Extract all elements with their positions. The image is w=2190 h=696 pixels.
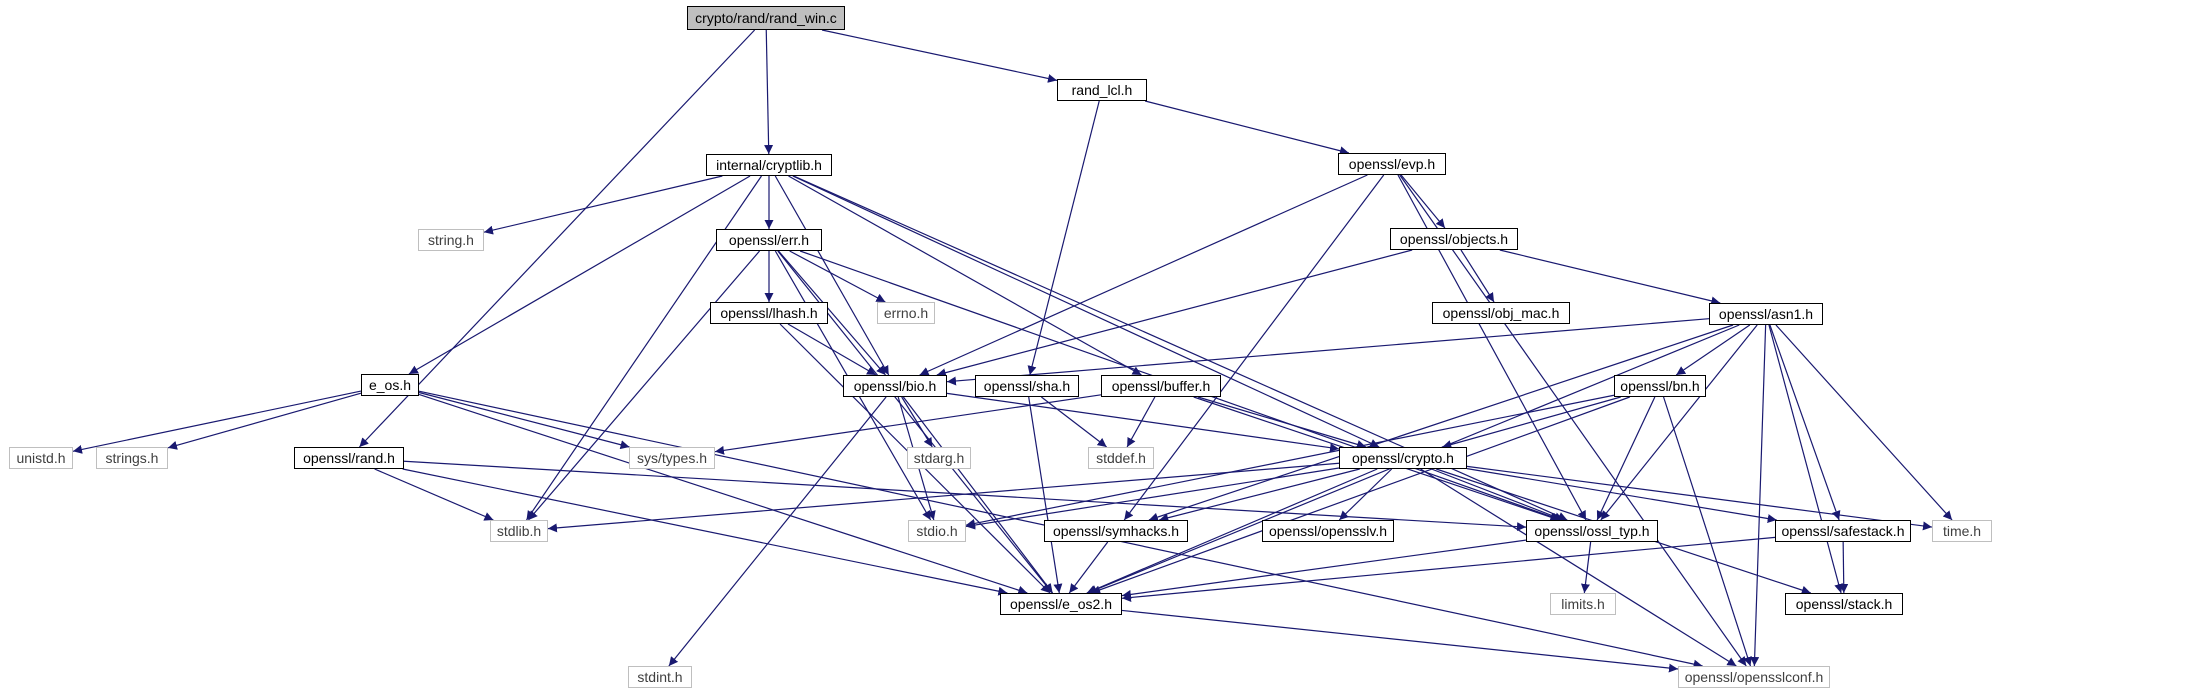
edge-ossl_typ-to-e_os2 [1121, 539, 1527, 599]
edge-e_os-to-systypes [418, 391, 630, 450]
edge-safestack-to-stack [1839, 541, 1849, 594]
edge-rand_win-to-rand [358, 29, 756, 448]
node-objects[interactable]: openssl/objects.h [1390, 228, 1518, 250]
node-crypto[interactable]: openssl/crypto.h [1339, 447, 1467, 469]
node-evp[interactable]: openssl/evp.h [1338, 153, 1446, 175]
node-lhash[interactable]: openssl/lhash.h [710, 302, 828, 324]
edge-cryptlib-to-string [483, 175, 723, 235]
node-stdlib: stdlib.h [490, 520, 548, 542]
node-ossl-typ[interactable]: openssl/ossl_typ.h [1526, 520, 1658, 542]
edge-cryptlib-to-e_os [408, 175, 751, 375]
edge-e_os-to-strings [167, 392, 362, 450]
edge-lhash-to-bio [787, 323, 877, 376]
dependency-edges [72, 29, 1953, 673]
edge-objects-to-obj_mac [1460, 249, 1495, 303]
node-sha[interactable]: openssl/sha.h [975, 375, 1079, 397]
node-bn[interactable]: openssl/bn.h [1614, 375, 1706, 397]
edge-crypto-to-symhacks [1159, 468, 1360, 523]
edge-bn-to-e_os2 [1091, 396, 1630, 595]
edge-e_os2-to-opensslconf [1121, 609, 1679, 673]
edge-asn1-to-opensslconf [1750, 324, 1767, 667]
edge-evp-to-objects [1400, 174, 1446, 229]
edge-err-to-errno [789, 250, 886, 303]
node-stddef: stddef.h [1088, 447, 1154, 469]
edge-bn-to-opensslconf [1662, 396, 1752, 667]
edge-rand_lcl-to-evp [1144, 100, 1350, 156]
edge-evp-to-bio [919, 174, 1368, 376]
edge-sha-to-stddef [1040, 396, 1108, 448]
node-safestack[interactable]: openssl/safestack.h [1775, 520, 1911, 542]
edge-ossl_typ-to-limits [1580, 541, 1592, 594]
edge-cryptlib-to-bio [774, 175, 890, 376]
node-errno: errno.h [877, 302, 935, 324]
edge-cryptlib-to-crypto [792, 175, 1380, 448]
edge-e_os-to-e_os2 [418, 393, 1028, 595]
node-err[interactable]: openssl/err.h [716, 229, 822, 251]
node-symhacks[interactable]: openssl/symhacks.h [1044, 520, 1188, 542]
edge-crypto-to-opensslv [1338, 468, 1393, 521]
edge-rand-to-stdlib [374, 468, 494, 521]
edge-asn1-to-ossl_typ [1600, 324, 1758, 521]
edge-sha-to-e_os2 [1028, 396, 1063, 594]
node-rand-win[interactable]: crypto/rand/rand_win.c [687, 6, 845, 30]
edge-asn1-to-bio [946, 318, 1710, 386]
edge-objects-to-bio [936, 249, 1413, 378]
edge-rand_win-to-rand_lcl [821, 29, 1058, 83]
edge-crypto-to-opensslconf [1420, 468, 1737, 667]
edge-e_os-to-unistd [72, 390, 362, 454]
edge-rand_win-to-cryptlib [764, 29, 774, 155]
edge-bio-to-crypto [946, 392, 1340, 453]
edge-crypto-to-e_os2 [1086, 468, 1378, 594]
node-stdint: stdint.h [628, 666, 692, 688]
edge-symhacks-to-e_os2 [1068, 541, 1109, 594]
node-opensslconf: openssl/opensslconf.h [1678, 666, 1830, 688]
node-opensslv[interactable]: openssl/opensslv.h [1262, 520, 1394, 542]
node-rand-lcl[interactable]: rand_lcl.h [1057, 79, 1147, 101]
edge-bn-to-ossl_typ [1596, 396, 1656, 521]
node-unistd: unistd.h [9, 447, 73, 469]
edge-asn1-to-time [1775, 324, 1953, 521]
edge-buffer-to-systypes [714, 394, 1102, 455]
node-e-os2[interactable]: openssl/e_os2.h [1000, 593, 1122, 615]
edge-asn1-to-bn [1675, 324, 1751, 376]
node-stdio: stdio.h [908, 520, 966, 542]
node-bio[interactable]: openssl/bio.h [843, 375, 947, 397]
node-string: string.h [418, 229, 484, 251]
edge-rand-to-e_os2 [402, 468, 1008, 596]
edge-bio-to-stdint [668, 396, 887, 667]
edge-asn1-to-symhacks [1148, 324, 1734, 522]
edge-crypto-to-ossl_typ [1431, 468, 1564, 521]
edge-rand_lcl-to-sha [1027, 100, 1100, 376]
node-stack[interactable]: openssl/stack.h [1785, 593, 1903, 615]
edge-asn1-to-stack [1768, 324, 1844, 594]
edge-objects-to-asn1 [1499, 249, 1721, 306]
edge-evp-to-opensslconf [1399, 174, 1747, 667]
edge-crypto-to-stdlib [547, 462, 1340, 533]
node-obj-mac[interactable]: openssl/obj_mac.h [1432, 302, 1570, 324]
node-time: time.h [1932, 520, 1992, 542]
node-stdarg: stdarg.h [907, 447, 971, 469]
edge-bn-to-stdio [965, 394, 1615, 528]
node-buffer[interactable]: openssl/buffer.h [1101, 375, 1221, 397]
node-rand[interactable]: openssl/rand.h [294, 447, 404, 469]
edge-safestack-to-e_os2 [1121, 536, 1776, 602]
edge-crypto-to-safestack [1466, 468, 1777, 523]
edge-crypto-to-stdio [965, 467, 1340, 530]
edge-cryptlib-to-buffer [788, 175, 1142, 376]
edge-crypto-to-time [1466, 465, 1933, 531]
node-cryptlib[interactable]: internal/cryptlib.h [706, 154, 832, 176]
node-strings: strings.h [96, 447, 168, 469]
edge-err-to-stdlib [527, 250, 761, 521]
edge-bn-to-crypto [1442, 396, 1621, 449]
edge-asn1-to-safestack [1769, 324, 1841, 521]
edge-evp-to-symhacks [1123, 174, 1385, 521]
edge-buffer-to-crypto [1197, 396, 1367, 449]
node-asn1[interactable]: openssl/asn1.h [1709, 303, 1823, 325]
edge-err-to-bio [778, 250, 886, 376]
node-limits: limits.h [1550, 593, 1616, 615]
node-e-os[interactable]: e_os.h [361, 374, 419, 396]
edge-buffer-to-stddef [1126, 396, 1156, 448]
node-systypes: sys/types.h [629, 447, 715, 469]
